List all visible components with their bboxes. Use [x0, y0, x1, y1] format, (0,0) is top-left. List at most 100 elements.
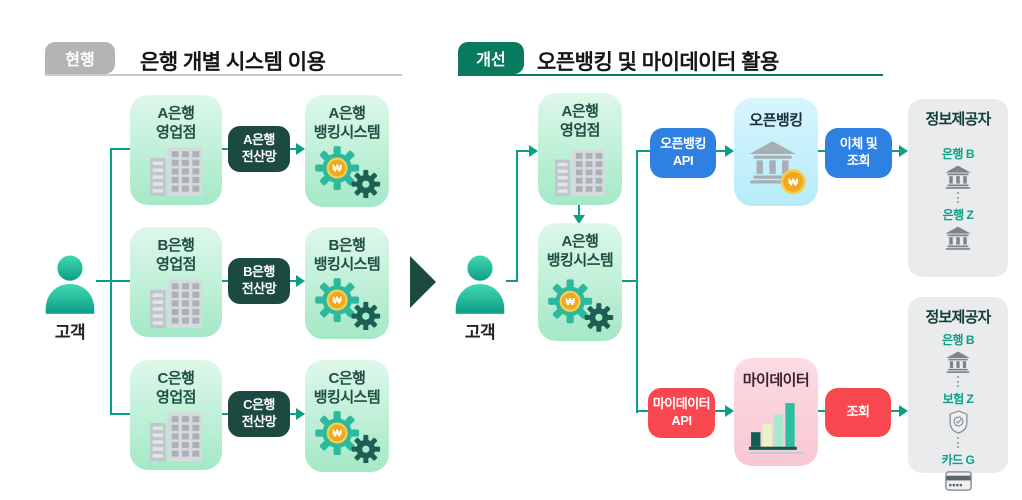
connector-line: [290, 148, 297, 150]
bank-a-system-label: A은행 뱅킹시스템: [313, 105, 381, 141]
dots-separator: [957, 437, 959, 448]
gears-coin-icon: [312, 143, 382, 199]
bank-c-system-label: C은행 뱅킹시스템: [313, 370, 381, 406]
connector-line: [516, 150, 529, 152]
connector-line: [290, 280, 297, 282]
connector-line: [110, 148, 130, 150]
open-banking-api-box: 오픈뱅킹 API: [650, 128, 716, 178]
dots-separator: [957, 192, 959, 203]
open-banking-hub-box: 오픈뱅킹 ₩: [734, 98, 818, 206]
provider-item: 은행 B: [941, 145, 975, 189]
providers-panel-top: 정보제공자 은행 B 은행 Z: [908, 99, 1008, 277]
connector-line: [290, 413, 297, 415]
customer-icon: [42, 254, 98, 314]
provider-label: 은행 Z: [942, 208, 974, 222]
connector-line: [110, 413, 130, 415]
bank-c-network-box: C은행 전산망: [228, 391, 290, 437]
current-badge: 현행: [45, 42, 115, 74]
arrowhead-right: [296, 143, 305, 155]
bank-coin-icon: ₩: [749, 141, 806, 195]
bank-icon: [944, 226, 972, 250]
connector-line: [110, 280, 130, 282]
customer-icon: [452, 254, 508, 314]
current-title: 은행 개별 시스템 이용: [140, 51, 326, 74]
bank-c-branch-label: C은행 영업점: [156, 370, 196, 406]
gears-coin-icon: [312, 275, 382, 331]
improved-underline: [458, 74, 883, 76]
connector-line: [506, 280, 518, 282]
arrowhead-right: [725, 145, 734, 157]
connector-line: [222, 280, 228, 282]
provider-item: 카드 G: [942, 451, 975, 491]
improved-title: 오픈뱅킹 및 마이데이터 활용: [537, 51, 779, 74]
customer-label: 고객: [54, 323, 86, 342]
connector-line: [716, 150, 725, 152]
improved-badge: 개선: [458, 42, 524, 74]
building-icon: [148, 411, 204, 461]
shield-icon: [948, 410, 969, 434]
bank-c-system-box: C은행 뱅킹시스템: [305, 360, 389, 472]
building-icon: [148, 146, 204, 196]
bank-a-system-box-right: A은행 뱅킹시스템: [538, 223, 622, 341]
connector-line: [636, 150, 638, 413]
arrowhead-right: [899, 145, 908, 157]
arrowhead-right: [296, 275, 305, 287]
provider-item: 은행 Z: [943, 206, 974, 250]
mydata-api-box: 마이데이터 API: [648, 388, 715, 438]
connector-line: [222, 413, 228, 415]
provider-item: 보험 Z: [943, 390, 974, 434]
building-icon: [553, 148, 607, 196]
gears-coin-icon: [545, 276, 615, 332]
current-badge-label: 현행: [65, 52, 95, 69]
connector-line: [892, 150, 900, 152]
bank-a-network-box: A은행 전산망: [228, 126, 290, 172]
bank-a-branch-box-right: A은행 영업점: [538, 93, 622, 205]
current-underline: [45, 74, 402, 76]
bar-chart-icon: [749, 400, 803, 454]
bank-b-system-label: B은행 뱅킹시스템: [313, 237, 381, 273]
connector-line: [818, 150, 825, 152]
mydata-hub-label: 마이데이터: [742, 372, 810, 389]
bank-a-system-box: A은행 뱅킹시스템: [305, 95, 389, 207]
arrowhead-right: [296, 408, 305, 420]
connector-line: [516, 150, 518, 282]
provider-item: 은행 B: [941, 331, 975, 373]
mydata-hub-box: 마이데이터: [734, 358, 818, 466]
customer-label: 고객: [464, 323, 496, 342]
connector-line: [96, 280, 110, 282]
provider-label: 은행 B: [941, 333, 975, 347]
provider-label: 은행 B: [941, 147, 975, 161]
providers-panel-bottom: 정보제공자 은행 B 보험 Z 카드 G: [908, 297, 1008, 473]
providers-list: 은행 B 보험 Z 카드 G: [942, 331, 975, 491]
arrowhead-down: [573, 215, 585, 224]
provider-label: 보험 Z: [942, 392, 974, 406]
bank-icon: [945, 351, 971, 373]
transition-arrow-icon: [410, 256, 436, 308]
dots-separator: [957, 376, 959, 387]
open-banking-hub-label: 오픈뱅킹: [749, 112, 803, 129]
bank-c-branch-box: C은행 영업점: [130, 360, 222, 470]
connector-line: [818, 410, 825, 412]
gears-coin-icon: [312, 408, 382, 464]
connector-line: [636, 410, 648, 412]
connector-line: [891, 410, 900, 412]
bank-b-branch-box: B은행 영업점: [130, 227, 222, 337]
transfer-inquiry-box: 이체 및 조회: [825, 128, 892, 178]
connector-line: [636, 150, 650, 152]
bank-a-branch-label: A은행 영업점: [156, 105, 196, 141]
bank-a-branch-box: A은행 영업점: [130, 95, 222, 205]
improved-badge-label: 개선: [476, 52, 506, 69]
bank-a-system-label-right: A은행 뱅킹시스템: [546, 233, 614, 269]
connector-line: [715, 410, 725, 412]
connector-line: [622, 280, 638, 282]
bank-a-branch-label-right: A은행 영업점: [560, 103, 600, 139]
connector-line: [222, 148, 228, 150]
card-icon: [945, 471, 972, 491]
providers-list: 은행 B 은행 Z: [941, 145, 975, 250]
building-icon: [148, 278, 204, 328]
arrowhead-right: [725, 405, 734, 417]
provider-label: 카드 G: [941, 453, 975, 467]
bank-b-branch-label: B은행 영업점: [156, 237, 196, 273]
bank-b-network-box: B은행 전산망: [228, 258, 290, 304]
